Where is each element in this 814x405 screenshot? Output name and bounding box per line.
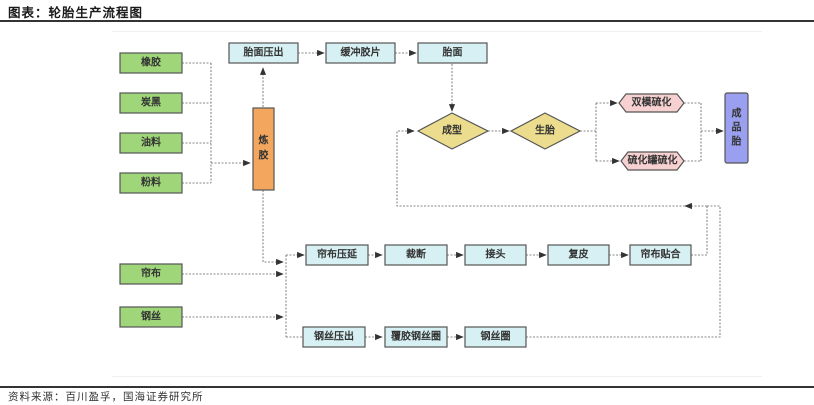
connector-bead-out <box>526 205 721 338</box>
node-label: 帘布贴合 <box>641 248 682 261</box>
process-mixing: 炼 胶 <box>252 107 275 191</box>
node-label-line3: 胎 <box>731 135 742 148</box>
node-label: 橡胶 <box>141 56 161 69</box>
connector-return-to-forming <box>396 127 685 207</box>
process-cord-calendering: 帘布压延 <box>305 244 369 266</box>
figure-title: 图表：轮胎生产流程图 <box>8 5 144 20</box>
process-rubber-coated-bead: 覆胶钢丝圈 <box>384 326 448 348</box>
process-cutting: 裁断 <box>384 244 448 266</box>
raw-material-rubber: 橡胶 <box>119 52 183 74</box>
step-autoclave-curing: 硫化罐硫化 <box>620 151 685 171</box>
node-label: 胎面压出 <box>243 46 284 59</box>
connectors <box>182 49 724 341</box>
node-label: 裁断 <box>406 248 426 261</box>
connector-laminate-out <box>691 206 708 256</box>
process-splicing: 接头 <box>464 244 527 266</box>
connector-mixing-down <box>262 190 284 266</box>
process-wire-extrusion: 钢丝压出 <box>302 326 366 348</box>
diagram-frame-bottom <box>112 376 762 377</box>
node-label: 缓冲胶片 <box>340 46 381 59</box>
process-tread-extrusion: 胎面压出 <box>228 42 299 64</box>
node-label: 复皮 <box>568 248 589 261</box>
node-label-line2: 品 <box>732 122 742 134</box>
node-label: 油料 <box>141 136 161 149</box>
node-label: 胎面 <box>442 46 463 59</box>
node-label: 生胎 <box>535 124 555 137</box>
node-label-line1: 炼 <box>259 134 269 147</box>
process-skim-coating: 复皮 <box>547 244 610 266</box>
top-divider <box>0 20 814 22</box>
node-label: 成型 <box>442 124 462 137</box>
final-finished-tire: 成 品 胎 <box>724 92 749 164</box>
process-tread: 胎面 <box>417 42 488 64</box>
node-label: 帘布 <box>141 267 161 280</box>
process-bead-ring: 钢丝圈 <box>464 326 527 348</box>
node-label: 双模硫化 <box>632 96 672 109</box>
process-cord-laminating: 帘布贴合 <box>629 244 692 266</box>
node-label: 钢丝 <box>141 310 161 323</box>
source-note: 资料来源：百川盈孚，国海证券研究所 <box>8 391 204 403</box>
diagram-frame-top <box>112 31 762 32</box>
node-label: 帘布压延 <box>317 248 358 261</box>
node-label: 钢丝圈 <box>481 330 511 343</box>
process-cushion-sheet: 缓冲胶片 <box>325 42 396 64</box>
raw-material-powder: 粉料 <box>119 172 183 194</box>
step-forming: 成型 <box>416 112 490 150</box>
node-label-line1: 成 <box>732 107 742 120</box>
raw-material-carbon-black: 炭黑 <box>119 92 183 114</box>
node-label: 炭黑 <box>141 96 161 109</box>
raw-material-cord-fabric: 帘布 <box>119 263 183 285</box>
node-label: 硫化罐硫化 <box>628 154 678 167</box>
node-label: 粉料 <box>141 176 161 189</box>
node-label-line2: 胶 <box>259 149 269 162</box>
step-green-tire: 生胎 <box>509 112 582 150</box>
node-label: 覆胶钢丝圈 <box>391 330 441 343</box>
bottom-divider <box>0 386 814 388</box>
step-dual-mold-curing: 双模硫化 <box>618 93 685 113</box>
node-label: 接头 <box>486 248 506 261</box>
raw-material-steel-wire: 钢丝 <box>119 306 183 328</box>
raw-material-oil: 油料 <box>119 132 183 154</box>
node-label: 钢丝压出 <box>314 330 354 343</box>
